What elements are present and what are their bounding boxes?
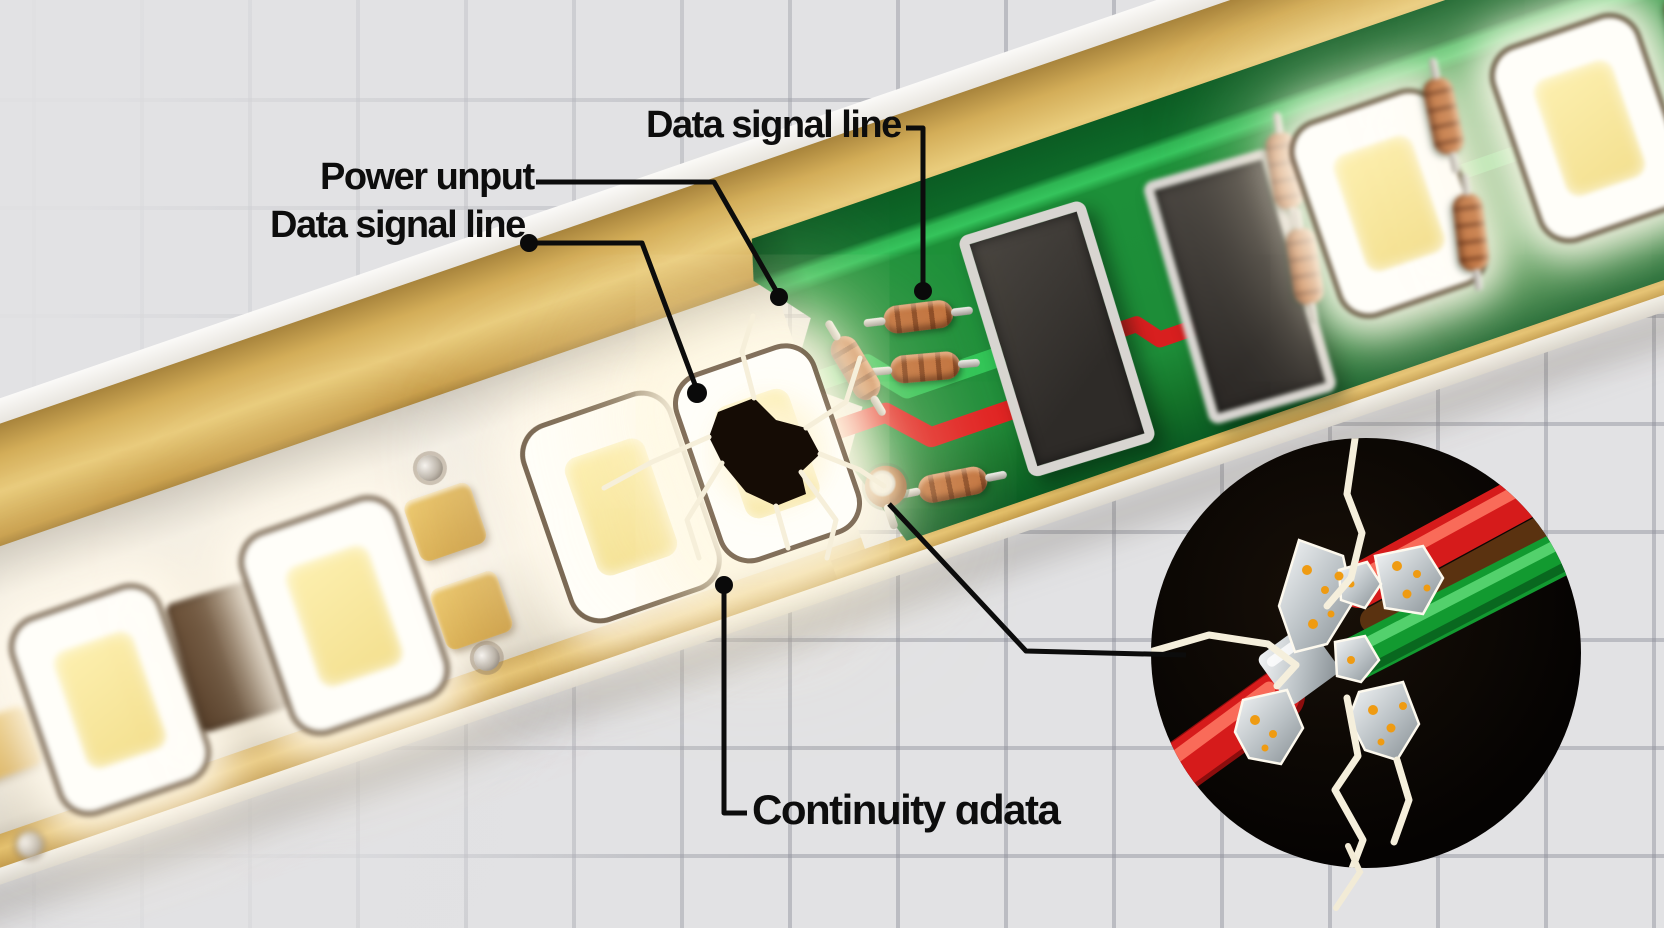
label-data-signal-line-left: Data signal line <box>270 204 526 246</box>
magnifier-inset-broken-wires <box>1151 438 1581 868</box>
led-chip <box>561 434 681 580</box>
label-continuity: Continuity ɑdata <box>752 786 1061 833</box>
label-power-input: Power unput <box>320 156 535 198</box>
pcb-trace-green <box>1406 146 1522 196</box>
inset-art <box>1151 438 1581 868</box>
led-chip <box>711 384 824 522</box>
label-data-signal-line-top: Data signal line <box>646 104 902 146</box>
